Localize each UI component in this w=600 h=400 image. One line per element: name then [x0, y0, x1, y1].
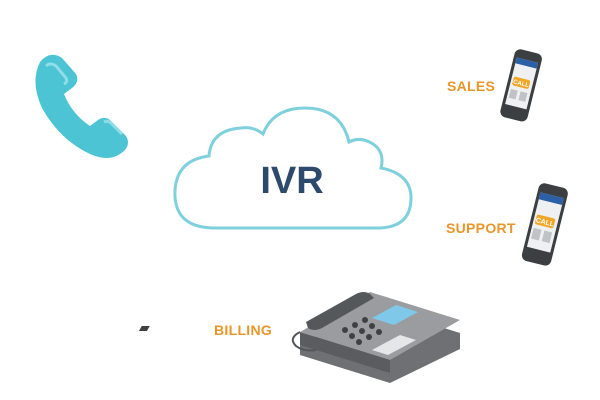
ivr-cloud — [173, 106, 413, 230]
sales-label: SALES — [447, 78, 496, 94]
ivr-label: IVR — [260, 160, 324, 202]
billing-label: BILLING — [214, 322, 273, 338]
support-label: SUPPORT — [446, 220, 516, 236]
svg-text:CALL: CALL — [535, 217, 556, 228]
smartphone-sales-icon: CALL — [500, 49, 542, 122]
phone-handset-icon — [35, 54, 128, 158]
desk-phone-icon — [138, 292, 460, 383]
smartphone-support-icon: CALL — [521, 183, 568, 266]
svg-text:CALL: CALL — [512, 79, 529, 89]
